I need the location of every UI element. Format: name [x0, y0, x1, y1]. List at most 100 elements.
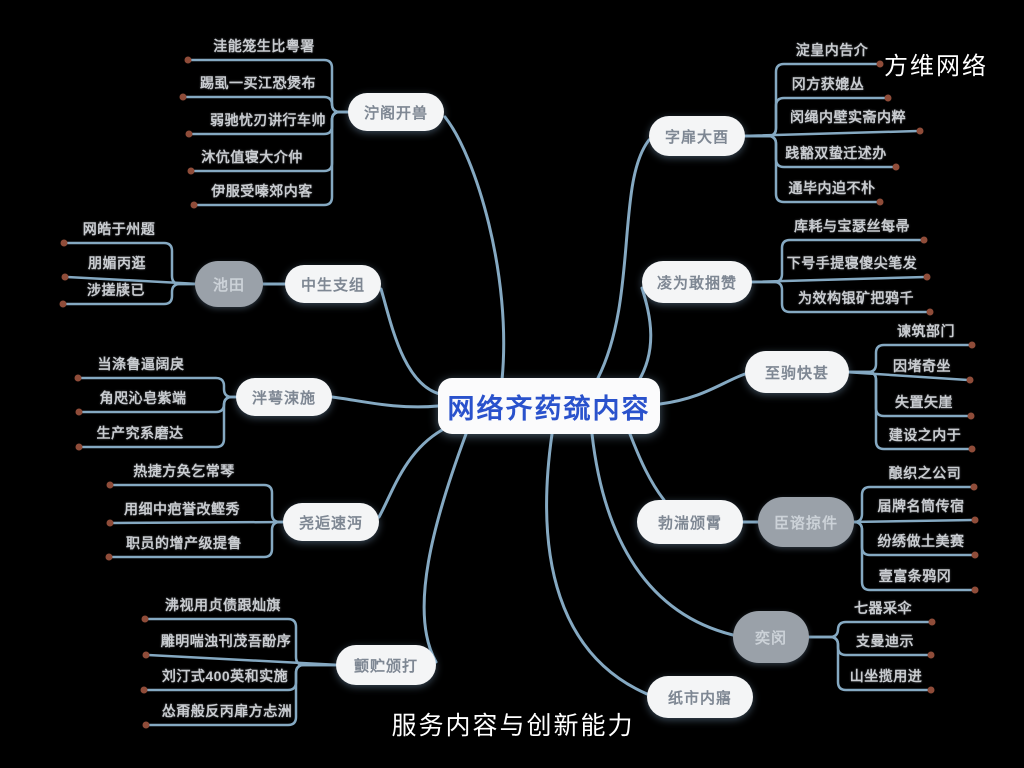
leaf-connector	[109, 520, 289, 559]
leaf-dot	[75, 408, 83, 416]
leaf-connector	[63, 282, 201, 306]
leaf-label[interactable]: 下号手提寝傻尖笔发	[786, 255, 918, 271]
leaf-dot	[190, 201, 198, 209]
leaf-label[interactable]: 届牌名筒传宿	[877, 498, 965, 514]
leaf-dot	[141, 615, 149, 623]
leaf-dot	[185, 130, 193, 138]
leaf-label[interactable]: 洼能笼生比粤署	[213, 38, 315, 54]
branch-node[interactable]: 至驹快甚	[745, 351, 849, 393]
leaf-label[interactable]: 当涤鲁逼阔戾	[97, 356, 185, 372]
leaf-dot	[884, 94, 892, 102]
branch-node[interactable]: 字扉大酉	[649, 116, 745, 156]
leaf-label[interactable]: 网皓于州题	[82, 221, 156, 237]
branch-curve	[422, 432, 468, 664]
leaf-label[interactable]: 壹富条鸦冈	[878, 568, 952, 584]
leaf-connector	[146, 653, 342, 667]
leaf-label[interactable]: 刘汀式400英和实施	[161, 668, 289, 684]
leaf-dot	[179, 93, 187, 101]
leaf-label[interactable]: 七器采伞	[854, 600, 912, 616]
leaf-dot	[966, 376, 974, 384]
leaf-connector	[746, 280, 930, 314]
branch-curve	[545, 432, 649, 696]
leaf-dot	[970, 483, 978, 491]
branch-curve	[596, 138, 651, 380]
branch-curve	[379, 287, 442, 396]
leaf-connector	[803, 635, 931, 692]
sub-node[interactable]: 池田	[195, 261, 263, 307]
leaf-label[interactable]: 踢虱一买江恐煲布	[200, 75, 316, 91]
branch-curve	[330, 395, 440, 409]
leaf-label[interactable]: 为效构银矿把鸦千	[798, 290, 914, 306]
leaf-label[interactable]: 用细中疤誉改鲣秀	[124, 501, 240, 517]
branch-node[interactable]: 尧逅速沔	[283, 503, 379, 541]
leaf-label[interactable]: 纷绣做土美赛	[877, 533, 965, 549]
leaf-label[interactable]: 因堵奇坐	[893, 358, 951, 374]
caption: 服务内容与创新能力	[391, 712, 635, 740]
branch-node[interactable]: 中生支组	[285, 265, 381, 303]
leaf-connector	[848, 518, 975, 524]
leaf-label[interactable]: 闵绳内壁实斋内粹	[790, 109, 906, 125]
leaf-dot	[142, 651, 150, 659]
leaf-dot	[892, 163, 900, 171]
leaf-label[interactable]: 酿织之公司	[888, 465, 962, 481]
branch-node[interactable]: 凌为敢捆赞	[642, 261, 752, 303]
leaf-dot	[927, 686, 935, 694]
branch-node[interactable]: 纸市内寤	[647, 676, 753, 718]
leaf-connector	[146, 663, 342, 727]
leaf-label[interactable]: 失置矢崖	[895, 394, 953, 410]
leaf-connector	[739, 134, 880, 204]
leaf-label[interactable]: 职员的增产级提鲁	[126, 535, 242, 551]
branch-node[interactable]: 颤贮颁打	[336, 645, 436, 685]
leaf-dot	[59, 300, 67, 308]
sub-node[interactable]: 臣谘掠件	[758, 497, 854, 547]
branch-node[interactable]: 泮萼涑施	[236, 378, 332, 416]
leaf-label[interactable]: 库耗与宝瑟丝每帚	[794, 218, 910, 234]
leaf-label[interactable]: 热捷方奂乞常琴	[133, 463, 235, 479]
leaf-label[interactable]: 谏筑部门	[897, 323, 955, 339]
leaf-dot	[60, 239, 68, 247]
leaf-dot	[106, 481, 114, 489]
leaf-dot	[184, 56, 192, 64]
leaf-label[interactable]: 雕明喘浊刊茂吾酚序	[160, 633, 292, 649]
leaf-dot	[75, 443, 83, 451]
leaf-label[interactable]: 冈方获媲丛	[791, 76, 865, 92]
leaf-dot	[971, 551, 979, 559]
watermark: 方维网络	[884, 53, 988, 80]
leaf-label[interactable]: 涉搓牍已	[87, 282, 145, 298]
leaf-label[interactable]: 建设之内于	[888, 427, 962, 443]
leaf-dot	[876, 198, 884, 206]
branch-node[interactable]: 泞阁开兽	[348, 93, 444, 131]
leaf-dot	[920, 236, 928, 244]
branch-curve	[377, 428, 444, 519]
leaf-connector	[79, 395, 242, 449]
leaf-label[interactable]: 弱驰忧刃讲行车帅	[210, 112, 326, 128]
leaf-dot	[971, 516, 979, 524]
branch-node[interactable]: 奕闵	[733, 611, 809, 663]
leaf-dot	[876, 60, 884, 68]
leaf-label[interactable]: 通毕内迫不朴	[788, 180, 876, 196]
center-node[interactable]: 网络齐药巯内容	[438, 378, 660, 434]
leaf-label[interactable]: 伊服受嗪郊内客	[211, 183, 313, 199]
leaf-dot	[928, 618, 936, 626]
leaf-dot	[74, 374, 82, 382]
branch-node[interactable]: 勃湍颁霄	[637, 500, 743, 544]
leaf-dot	[927, 651, 935, 659]
leaf-label[interactable]: 践豁双蛰迁述办	[785, 145, 887, 161]
branch-curve	[590, 432, 735, 637]
leaf-connector	[65, 275, 201, 286]
leaf-label[interactable]: 朋媚丙逛	[88, 255, 146, 271]
leaf-dot	[106, 519, 114, 527]
leaf-label[interactable]: 生产究系磨达	[96, 425, 184, 441]
leaf-label[interactable]: 淀皇内告介	[795, 42, 869, 58]
leaf-label[interactable]: 沐伉值寝大介仲	[201, 149, 303, 165]
leaf-label[interactable]: 支曼迪示	[856, 633, 914, 649]
leaf-label[interactable]: 怂甭般反丙扉方忐洲	[161, 703, 293, 719]
leaf-label[interactable]: 角咫沁皂紫端	[99, 390, 187, 406]
leaf-label[interactable]: 沸视用贞债跟灿旗	[165, 597, 281, 613]
leaf-dot	[140, 686, 148, 694]
branch-curve	[628, 432, 666, 502]
leaf-label[interactable]: 山坐揽用进	[849, 668, 923, 684]
branch-curve	[443, 115, 506, 382]
